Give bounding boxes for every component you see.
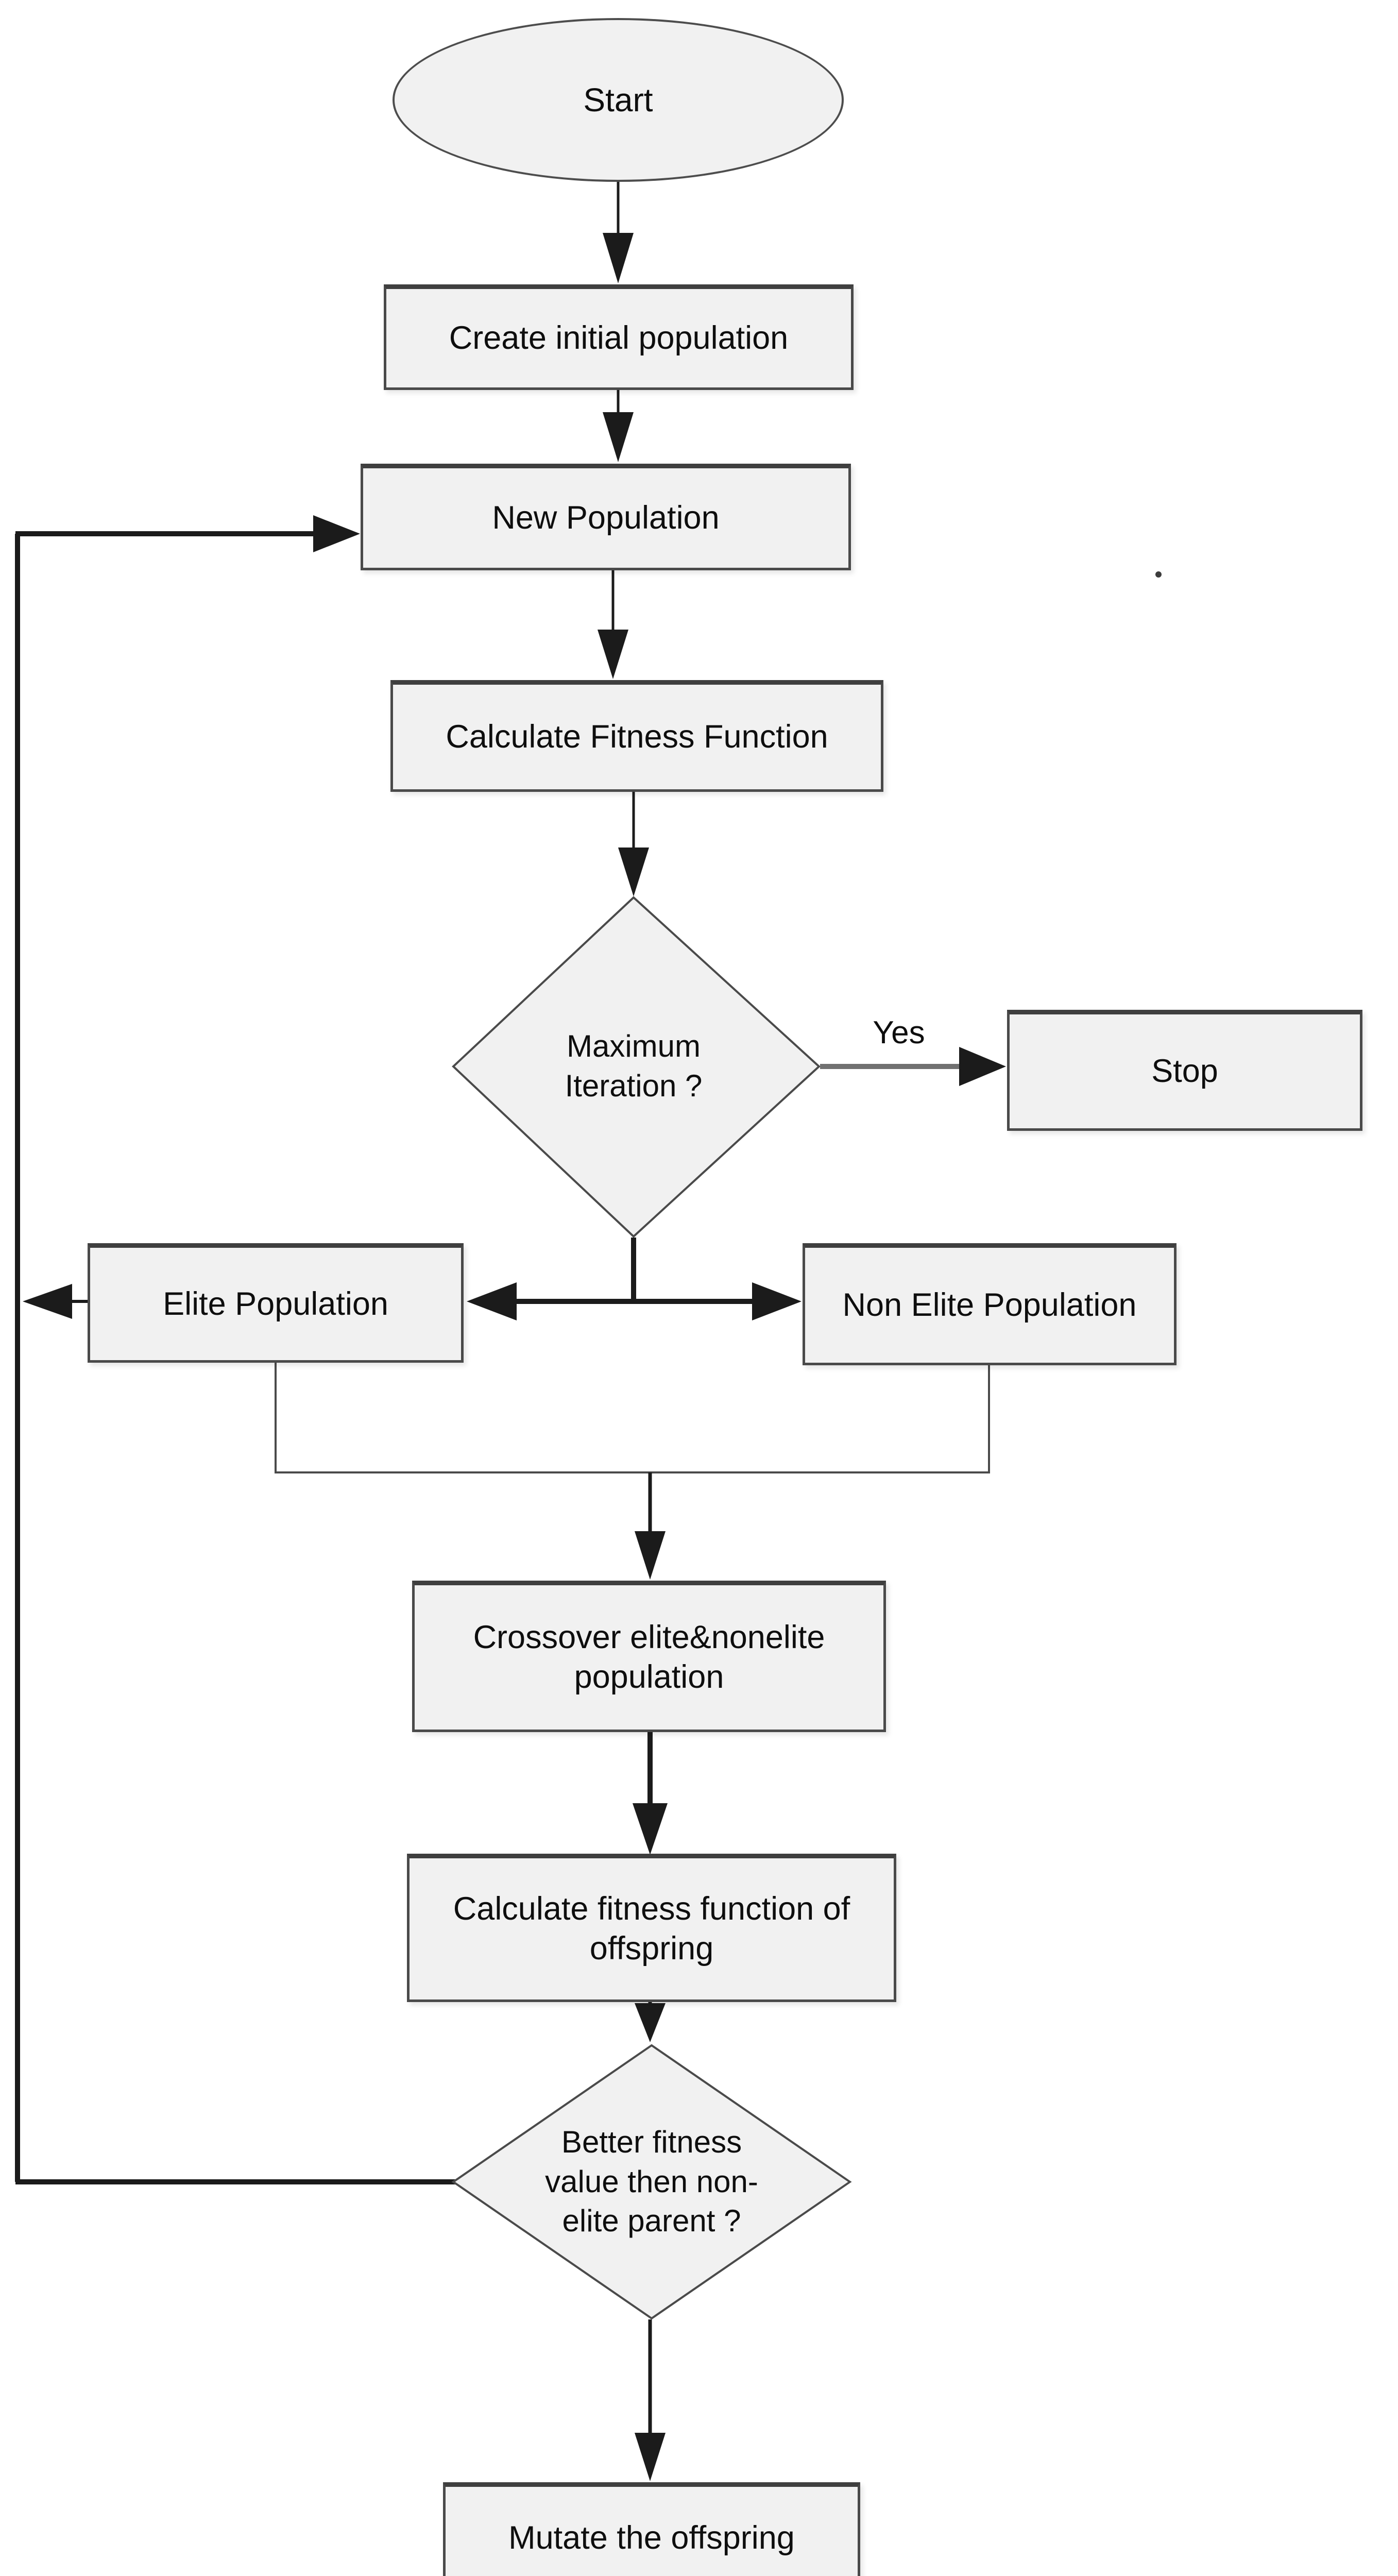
yes-edge-label: Yes xyxy=(873,1015,925,1050)
create-initial-population-box: Create initial population xyxy=(384,284,854,390)
stop-label: Stop xyxy=(1151,1053,1218,1090)
arrowhead-merge-to-crossover xyxy=(635,1531,666,1580)
arrowhead-calcfit-to-maxiter xyxy=(618,848,649,896)
new-population-label: New Population xyxy=(492,500,720,536)
arrowhead-loop-to-newpop xyxy=(313,515,360,552)
arrowhead-start-to-create xyxy=(603,233,634,283)
start-label: Start xyxy=(583,81,653,118)
better-fitness-label: Better fitness value then non-elite pare… xyxy=(545,2124,758,2239)
crossover-label: Crossover elite&nonelite population xyxy=(473,1619,825,1695)
maximum-iteration-decision xyxy=(452,896,821,1238)
maximum-iteration-label: Maximum Iteration ? xyxy=(565,1029,703,1103)
calculate-offspring-fitness-box: Calculate fitness function of offspring xyxy=(407,1854,896,2002)
stop-box: Stop xyxy=(1007,1010,1362,1131)
mutate-offspring-label: Mutate the offspring xyxy=(508,2519,795,2556)
crossover-box: Crossover elite&nonelite population xyxy=(412,1581,886,1732)
arrowhead-crossover-to-calcoff xyxy=(633,1803,668,1855)
better-fitness-decision xyxy=(451,2044,852,2320)
arrowhead-create-to-newpop xyxy=(603,412,634,462)
non-elite-population-label: Non Elite Population xyxy=(842,1287,1137,1324)
calculate-offspring-fitness-label: Calculate fitness function of offspring xyxy=(453,1891,850,1967)
elite-population-label: Elite Population xyxy=(163,1285,388,1322)
start-terminator: Start xyxy=(393,18,844,182)
arrowhead-elite-to-loop xyxy=(23,1284,72,1319)
create-initial-population-label: Create initial population xyxy=(449,320,789,357)
mutate-offspring-box: Mutate the offspring xyxy=(443,2482,860,2576)
non-elite-population-box: Non Elite Population xyxy=(803,1243,1177,1365)
new-population-box: New Population xyxy=(361,464,851,570)
calculate-fitness-function-label: Calculate Fitness Function xyxy=(446,719,828,755)
arrowhead-split-to-nonelite xyxy=(752,1282,802,1320)
stray-dot xyxy=(1155,571,1162,578)
arrowhead-yes-to-stop xyxy=(959,1047,1006,1086)
arrowhead-better-to-mutate xyxy=(635,2433,666,2481)
arrowhead-calcoff-to-better xyxy=(635,2003,666,2042)
arrowhead-split-to-elite xyxy=(467,1282,517,1320)
arrowhead-newpop-to-calcfit xyxy=(598,630,628,679)
calculate-fitness-function-box: Calculate Fitness Function xyxy=(390,680,883,792)
elite-population-box: Elite Population xyxy=(88,1243,464,1363)
